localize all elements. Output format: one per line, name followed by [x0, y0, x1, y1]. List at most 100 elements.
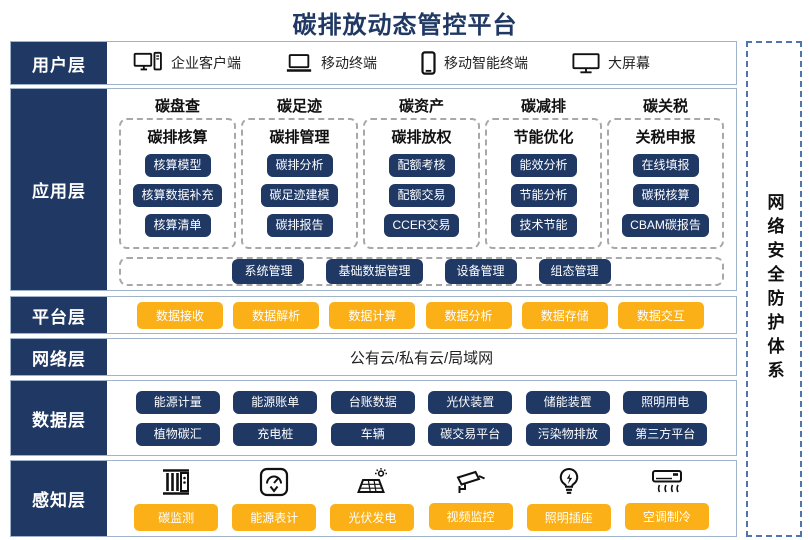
data-source: 照明用电: [623, 390, 708, 414]
cctv-camera-icon: [455, 468, 487, 496]
app-module: 技术节能: [510, 214, 577, 237]
data-source: 污染物排放: [525, 422, 610, 446]
app-column-carbon-footprint: 碳足迹 碳排管理 碳排分析 碳足迹建模 碳排报告: [241, 94, 358, 249]
app-column-subheader: 关税申报: [635, 129, 696, 146]
network-layer-text: 公有云/私有云/局域网: [349, 349, 494, 367]
data-source: 能源计量: [135, 390, 220, 414]
sensor-label: 能源表计: [232, 503, 317, 531]
light-bulb-icon: [557, 467, 581, 497]
app-common-modules: 系统管理 基础数据管理 设备管理 组态管理: [119, 257, 724, 286]
app-column-header: 碳关税: [642, 98, 688, 115]
app-column-subheader: 碳排核算: [147, 129, 208, 146]
app-column-group: 关税申报 在线填报 碳税核算 CBAM碳报告: [607, 118, 724, 249]
app-module: 节能分析: [510, 184, 577, 207]
layer-user: 用户层 企业客户端 移动终端 移动智能终端: [10, 41, 737, 85]
layer-label-data: 数据层: [11, 381, 107, 455]
data-source: 植物碳汇: [135, 422, 220, 446]
data-source: 第三方平台: [623, 422, 708, 446]
sensing-layer-content: 碳监测 能源表计 光伏发电 视频监控: [107, 461, 736, 536]
app-module: CBAM碳报告: [622, 214, 709, 237]
app-layer-content: 碳盘查 碳排核算 核算模型 核算数据补充 核算清单 碳足迹 碳排管理 碳排分析 …: [107, 89, 736, 290]
app-column-header: 碳减排: [520, 98, 566, 115]
app-module: CCER交易: [384, 214, 459, 237]
user-layer-content: 企业客户端 移动终端 移动智能终端 大屏幕: [107, 42, 736, 84]
layer-app: 应用层 碳盘查 碳排核算 核算模型 核算数据补充 核算清单 碳足迹 碳排管理: [10, 88, 737, 291]
app-column-group: 碳排核算 核算模型 核算数据补充 核算清单: [119, 118, 236, 249]
page-title: 碳排放动态管控平台: [292, 12, 518, 39]
sensor-air-conditioning: 空调制冷: [618, 461, 716, 536]
sensor-lighting-socket: 照明插座: [520, 461, 618, 536]
app-columns: 碳盘查 碳排核算 核算模型 核算数据补充 核算清单 碳足迹 碳排管理 碳排分析 …: [119, 94, 724, 249]
carbon-monitor-icon: [161, 467, 191, 497]
platform-module: 数据存储: [521, 301, 608, 329]
app-column-carbon-inventory: 碳盘查 碳排核算 核算模型 核算数据补充 核算清单: [119, 94, 236, 249]
app-module: 配额交易: [388, 184, 455, 207]
app-column-group: 节能优化 能效分析 节能分析 技术节能: [485, 118, 602, 249]
app-column-group: 碳排放权 配额考核 配额交易 CCER交易: [363, 118, 480, 249]
layer-label-app: 应用层: [11, 89, 107, 290]
data-layer-content: 能源计量 能源账单 台账数据 光伏装置 储能装置 照明用电 植物碳汇 充电桩 车…: [107, 381, 736, 455]
user-terminal-label: 移动终端: [321, 55, 377, 71]
data-source: 碳交易平台: [428, 422, 513, 446]
app-module: 碳税核算: [632, 184, 699, 207]
platform-module: 数据解析: [233, 301, 320, 329]
app-common-module: 系统管理: [232, 259, 305, 284]
sensor-label: 照明插座: [526, 503, 611, 531]
app-column-group: 碳排管理 碳排分析 碳足迹建模 碳排报告: [241, 118, 358, 249]
sensor-label: 视频监控: [428, 502, 513, 530]
data-source: 台账数据: [330, 390, 415, 414]
layer-label-platform: 平台层: [11, 297, 107, 333]
platform-module: 数据交互: [617, 301, 704, 329]
big-screen-icon: [572, 52, 600, 75]
platform-layer-content: 数据接收 数据解析 数据计算 数据分析 数据存储 数据交互: [107, 297, 736, 333]
app-column-subheader: 碳排放权: [391, 129, 452, 146]
sensor-carbon-monitor: 碳监测: [127, 461, 225, 536]
user-terminal-bigscreen: 大屏幕: [572, 52, 650, 75]
platform-module: 数据计算: [329, 301, 416, 329]
layer-label-user: 用户层: [11, 42, 107, 84]
security-sidebar-label: 网络安全防护体系: [764, 193, 784, 385]
app-module: 核算模型: [144, 154, 211, 177]
user-terminal-smart: 移动智能终端: [421, 51, 528, 75]
data-source: 光伏装置: [428, 390, 513, 414]
app-module: 在线填报: [632, 154, 699, 177]
app-module: 碳排分析: [266, 154, 333, 177]
solar-panel-icon: [356, 467, 388, 497]
data-source: 充电桩: [233, 422, 318, 446]
user-terminal-mobile: 移动终端: [285, 53, 377, 74]
app-column-carbon-asset: 碳资产 碳排放权 配额考核 配额交易 CCER交易: [363, 94, 480, 249]
data-source: 储能装置: [525, 390, 610, 414]
voltmeter-icon: [259, 467, 289, 497]
sensor-energy-meter: 能源表计: [225, 461, 323, 536]
app-column-header: 碳盘查: [154, 98, 200, 115]
user-terminal-label: 移动智能终端: [444, 55, 528, 71]
sensor-label: 碳监测: [134, 503, 219, 531]
smartphone-icon: [421, 51, 436, 75]
app-module: 碳足迹建模: [261, 184, 338, 207]
layer-data: 数据层 能源计量 能源账单 台账数据 光伏装置 储能装置 照明用电 植物碳汇 充…: [10, 380, 737, 456]
sensor-label: 光伏发电: [330, 503, 415, 531]
sensor-solar-pv: 光伏发电: [323, 461, 421, 536]
app-column-subheader: 节能优化: [513, 129, 574, 146]
platform-module: 数据接收: [137, 301, 223, 329]
user-terminal-label: 大屏幕: [608, 55, 650, 71]
app-column-header: 碳足迹: [276, 98, 322, 115]
app-common-module: 设备管理: [444, 259, 517, 284]
app-module: 核算数据补充: [133, 184, 222, 207]
desktop-pc-icon: [133, 51, 163, 75]
user-terminal-label: 企业客户端: [171, 55, 241, 71]
layer-label-sensing: 感知层: [11, 461, 107, 536]
app-module: 配额考核: [388, 154, 455, 177]
security-sidebar: 网络安全防护体系: [746, 41, 802, 537]
app-column-subheader: 碳排管理: [269, 129, 330, 146]
app-module: 能效分析: [510, 154, 577, 177]
layer-sensing: 感知层 碳监测 能源表计 光伏发电: [10, 460, 737, 537]
laptop-icon: [285, 53, 313, 74]
air-conditioner-icon: [651, 468, 683, 496]
sensor-video-surveillance: 视频监控: [421, 461, 519, 536]
user-terminal-enterprise: 企业客户端: [133, 51, 241, 75]
data-source: 能源账单: [233, 390, 318, 414]
app-module: 核算清单: [144, 214, 211, 237]
platform-module: 数据分析: [425, 301, 512, 329]
